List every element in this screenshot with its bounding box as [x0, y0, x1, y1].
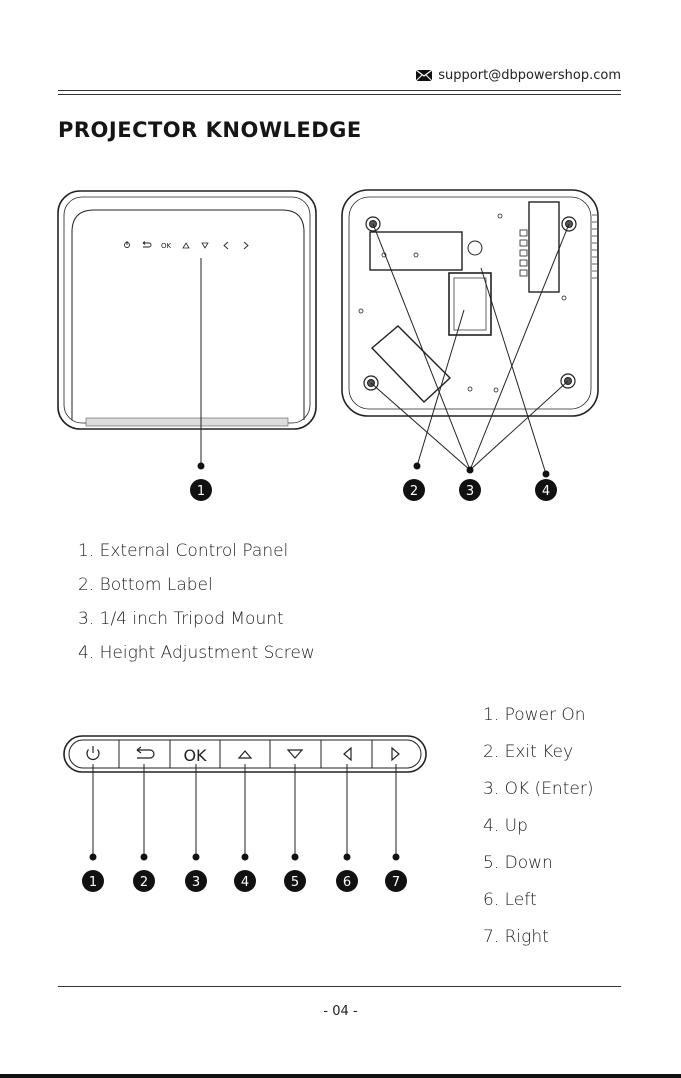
power-icon[interactable] [87, 746, 99, 759]
callout-4: 4 [542, 484, 550, 499]
parts-item: 2. Bottom Label [78, 568, 315, 602]
callout-7: 7 [392, 875, 400, 890]
keys-list: 1. Power On 2. Exit Key 3. OK (Enter) 4.… [483, 697, 593, 956]
callout-6: 6 [343, 875, 351, 890]
callout-1: 1 [197, 484, 205, 499]
projector-callouts: 1 2 3 4 [190, 479, 557, 501]
keys-item: 6. Left [483, 882, 593, 919]
footer-rule [58, 986, 621, 987]
parts-item: 4. Height Adjustment Screw [78, 636, 315, 670]
projector-front-view: OK [58, 191, 316, 429]
parts-item: 1. External Control Panel [78, 534, 315, 568]
page-number: - 04 - [0, 1004, 681, 1019]
up-triangle-icon[interactable] [239, 751, 251, 758]
callout-4: 4 [241, 875, 249, 890]
callout-3: 3 [466, 484, 474, 499]
keys-item: 1. Power On [483, 697, 593, 734]
control-callouts: 1 2 3 4 5 6 7 [82, 870, 407, 892]
front-ok-label: OK [161, 242, 172, 250]
projector-diagram: OK [0, 0, 681, 520]
ok-label[interactable]: OK [183, 746, 207, 765]
parts-list: 1. External Control Panel 2. Bottom Labe… [78, 534, 315, 670]
keys-item: 4. Up [483, 808, 593, 845]
projector-bottom-view [342, 190, 598, 416]
down-triangle-icon[interactable] [288, 750, 302, 758]
callout-1: 1 [89, 875, 97, 890]
callout-5: 5 [291, 875, 299, 890]
parts-item: 3. 1/4 inch Tripod Mount [78, 602, 315, 636]
keys-item: 2. Exit Key [483, 734, 593, 771]
leader-lines [201, 224, 569, 474]
keys-item: 5. Down [483, 845, 593, 882]
right-triangle-icon[interactable] [392, 748, 399, 760]
back-arrow-icon[interactable] [137, 747, 154, 758]
keys-item: 3. OK (Enter) [483, 771, 593, 808]
callout-2: 2 [140, 875, 148, 890]
callout-3: 3 [192, 875, 200, 890]
bottom-bar [0, 1074, 681, 1078]
keys-item: 7. Right [483, 919, 593, 956]
callout-2: 2 [410, 484, 418, 499]
left-triangle-icon[interactable] [344, 748, 351, 760]
